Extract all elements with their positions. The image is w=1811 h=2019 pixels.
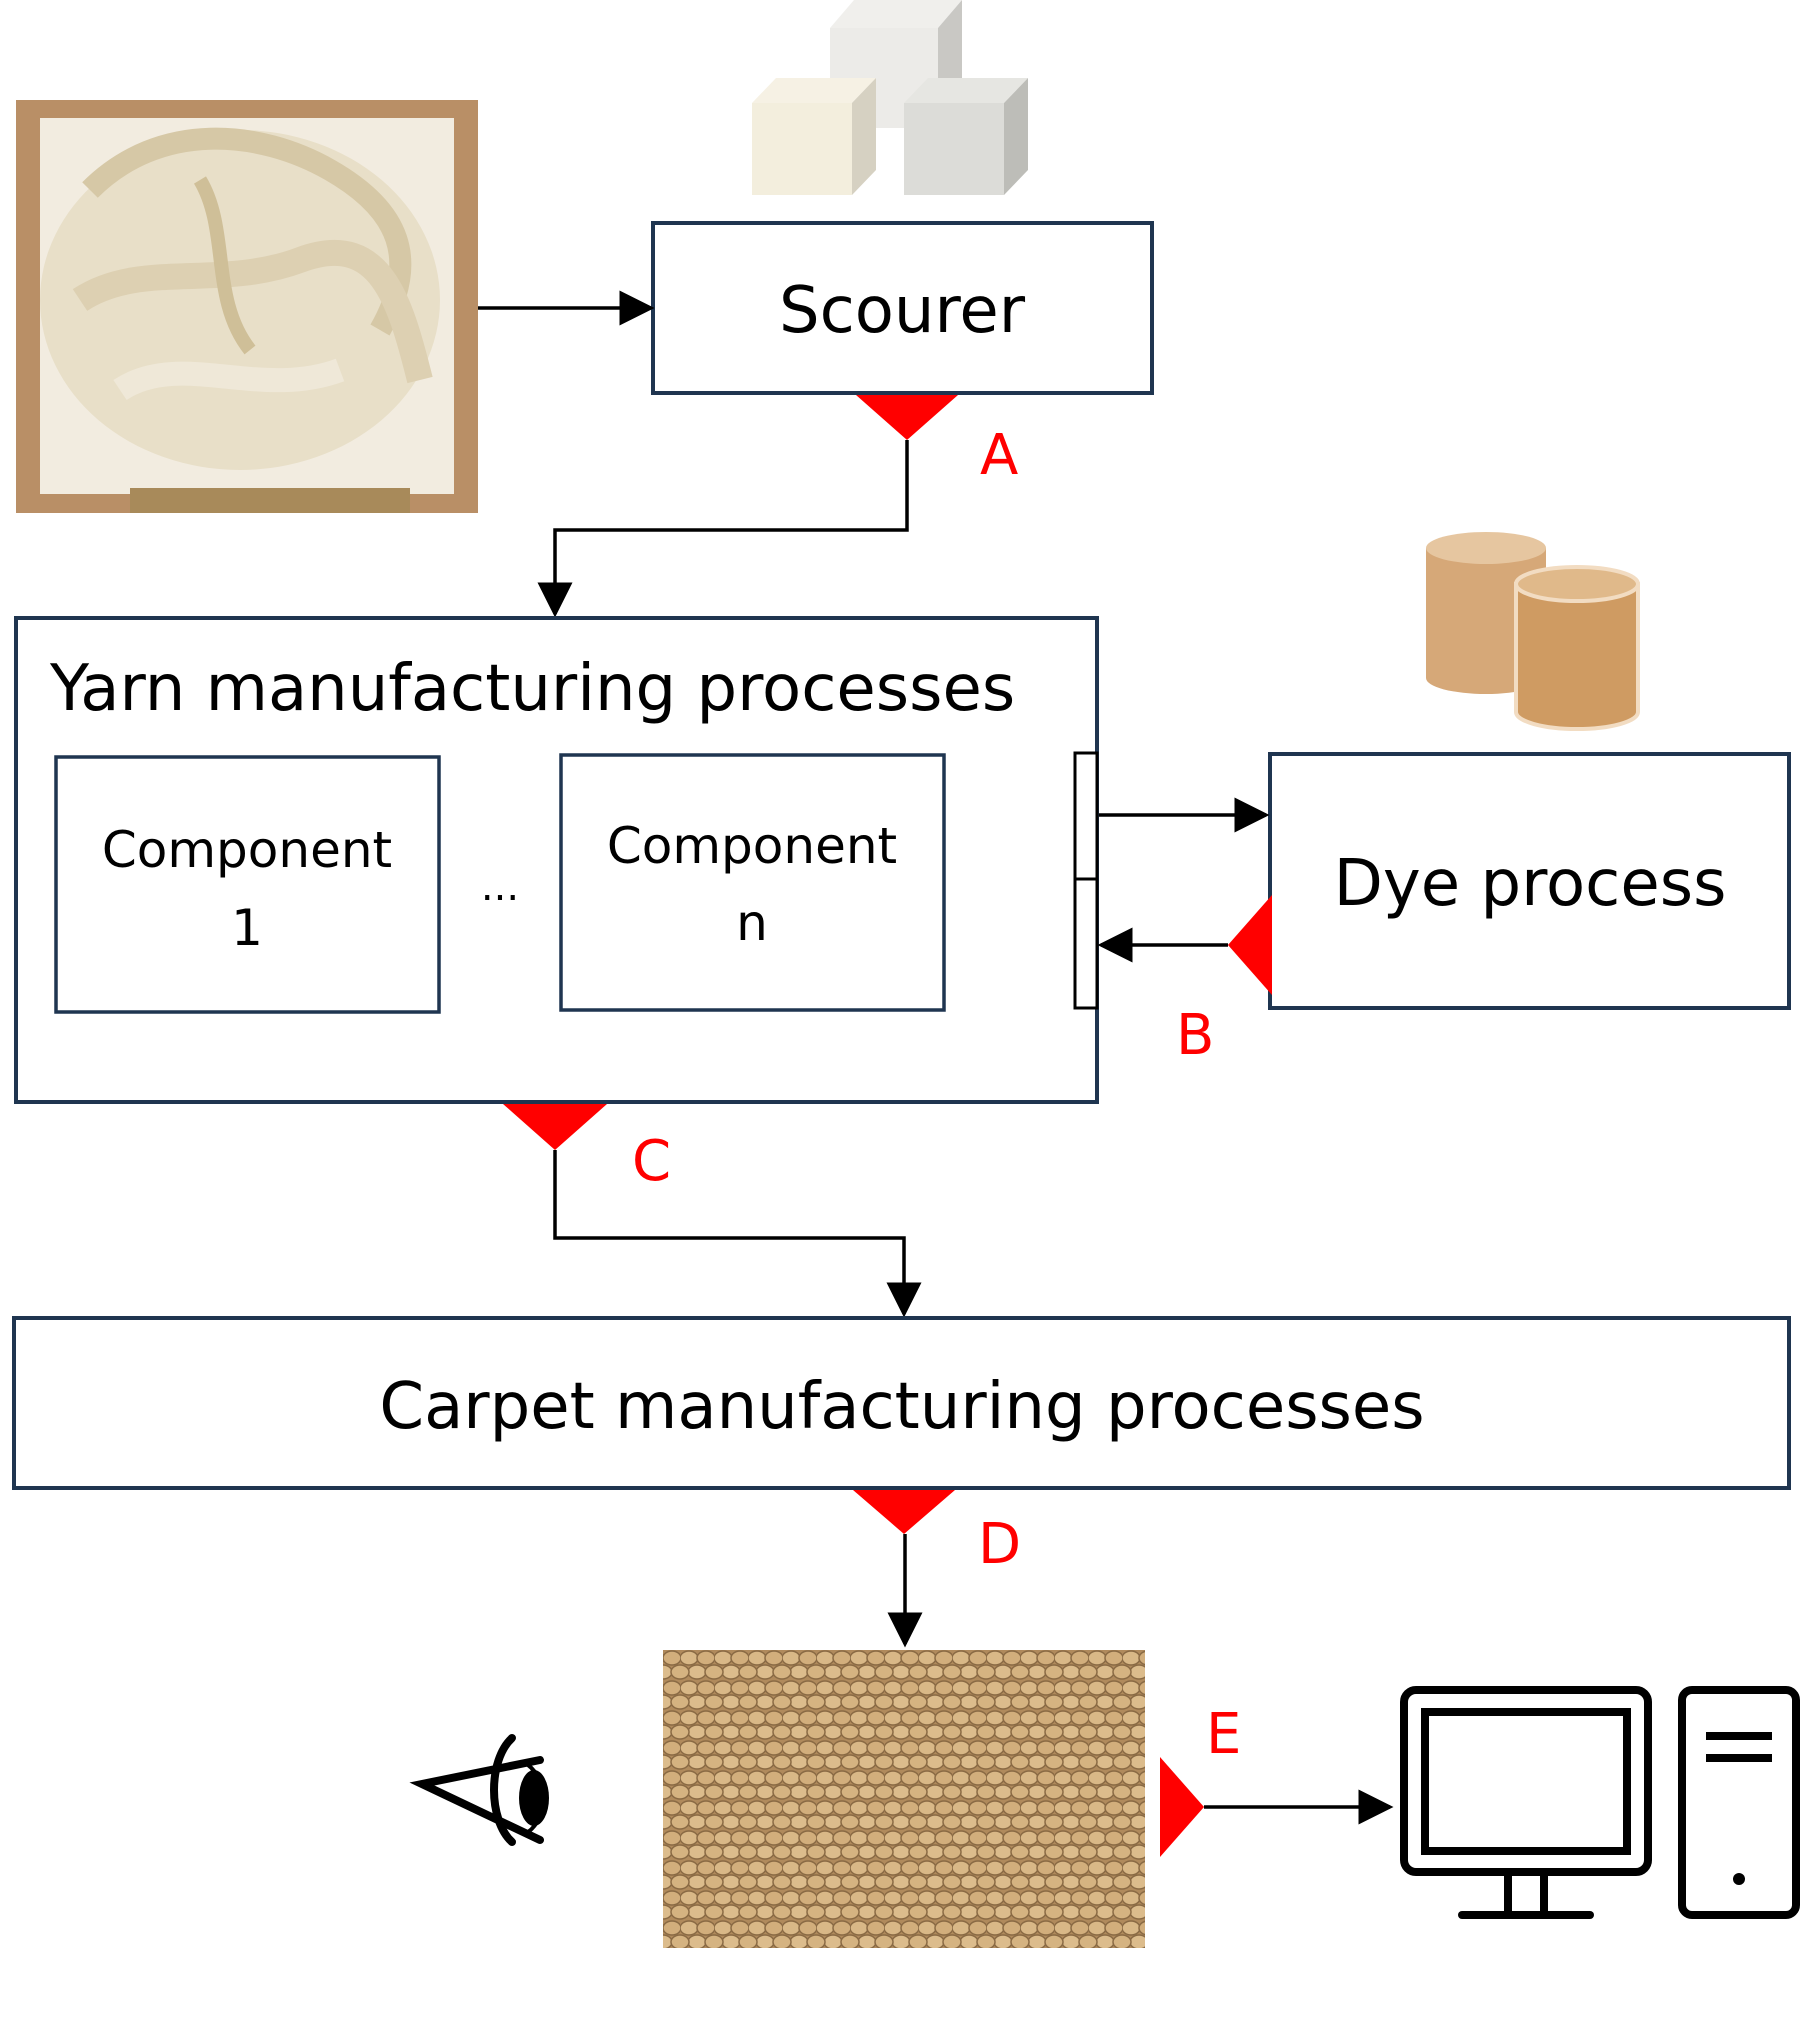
point-d-label: D: [978, 1512, 1021, 1577]
component-1-box: [54, 755, 441, 1014]
scourer-label: Scourer: [779, 274, 1026, 348]
point-c-label: C: [632, 1129, 671, 1194]
raw-wool-image: [16, 100, 478, 513]
component-1-index: 1: [231, 899, 263, 957]
carpet-process-label: Carpet manufacturing processes: [379, 1370, 1424, 1444]
point-b-label: B: [1176, 1003, 1214, 1068]
yarn-dye-port-out: [1073, 751, 1099, 881]
yarn-dye-port-in: [1073, 877, 1099, 1010]
component-n-index: n: [736, 894, 768, 952]
yarn-process-label: Yarn manufacturing processes: [49, 652, 1015, 726]
scourer-box: [651, 221, 1154, 395]
probe-a-marker: [856, 395, 958, 440]
probe-e-marker: [1160, 1757, 1204, 1857]
component-n-box: [559, 753, 946, 1012]
chemical-blocks-icon: [752, 0, 1028, 195]
probe-d-marker: [853, 1490, 955, 1534]
eye-icon: [409, 1734, 549, 1846]
dye-process-label: Dye process: [1334, 847, 1727, 921]
component-n-label: Component: [607, 817, 897, 875]
point-a-label: A: [980, 423, 1018, 488]
probe-b-marker: [1228, 895, 1272, 995]
scourer-to-yarn-arrow: [537, 440, 909, 618]
component-ellipsis: ...: [481, 864, 519, 910]
yarn-to-carpet-arrow: [553, 1150, 922, 1318]
probe-c-marker: [503, 1104, 607, 1150]
component-1-label: Component: [102, 821, 392, 879]
computer-icon: [1400, 1686, 1800, 1919]
dye-process-box: [1268, 752, 1791, 1010]
carpet-sample-image: [663, 1650, 1145, 1948]
point-e-label: E: [1206, 1702, 1241, 1767]
carpet-process-box: [12, 1316, 1791, 1490]
dye-drums-icon: [1426, 532, 1640, 731]
